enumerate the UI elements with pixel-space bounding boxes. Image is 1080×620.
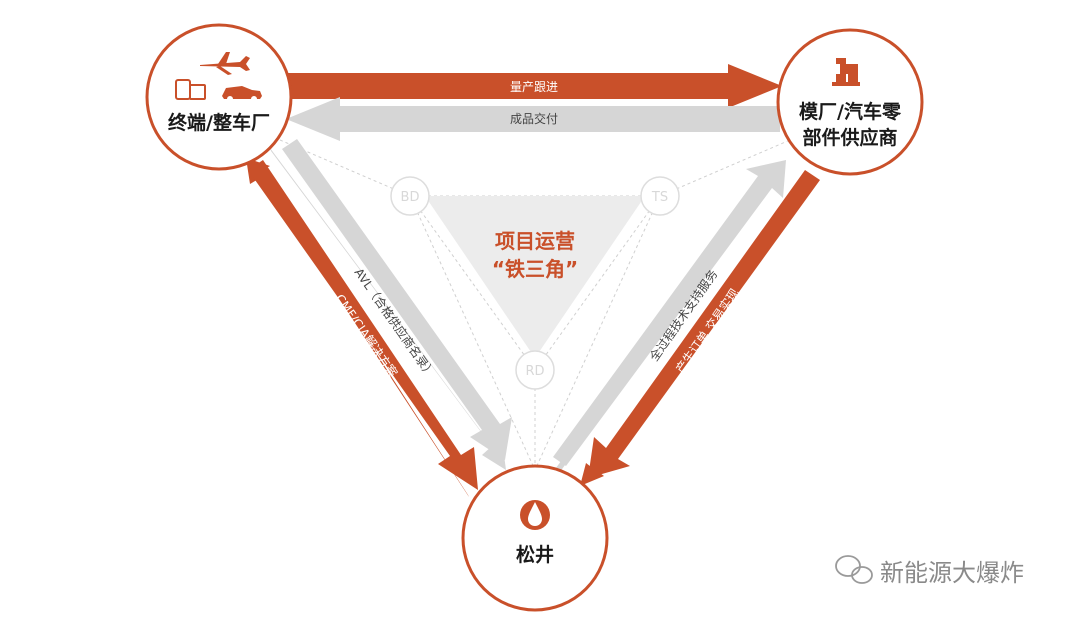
node-supplier: 模厂/汽车零 部件供应商: [776, 28, 924, 176]
center-subtitle: “铁三角”: [492, 257, 578, 281]
node-terminal-label: 终端/整车厂: [168, 111, 270, 134]
watermark-text: 新能源大爆炸: [880, 559, 1024, 587]
center-title: 项目运营: [495, 229, 575, 253]
devices-icon: [175, 79, 206, 100]
airplane-icon: [200, 52, 250, 75]
delivery-arrow: [286, 97, 780, 141]
center-triangle: [425, 196, 645, 358]
role-rd-label: RD: [525, 364, 544, 379]
node-songjing: 松井: [461, 464, 609, 612]
node-songjing-label: 松井: [516, 543, 554, 566]
role-bd: BD: [390, 176, 430, 216]
node-terminal: 终端/整车厂: [145, 23, 293, 171]
mass-production-arrow: [285, 64, 782, 108]
watermark: 新能源大爆炸: [835, 555, 1024, 587]
avl-arrow: [270, 148, 506, 470]
node-supplier-line2: 部件供应商: [802, 126, 897, 149]
mass-production-label: 量产跟进: [510, 80, 558, 94]
role-ts: TS: [640, 176, 680, 216]
car-icon: [222, 86, 262, 102]
oil-drop-icon: [520, 500, 550, 530]
role-ts-label: TS: [651, 190, 668, 205]
dotted-connectors: [279, 139, 791, 471]
node-supplier-line1: 模厂/汽车零: [799, 100, 902, 123]
factory-icon: [832, 58, 860, 86]
role-rd: RD: [515, 350, 555, 390]
wechat-icon: [835, 555, 873, 584]
role-bd-label: BD: [401, 190, 420, 205]
delivery-label: 成品交付: [510, 111, 558, 126]
